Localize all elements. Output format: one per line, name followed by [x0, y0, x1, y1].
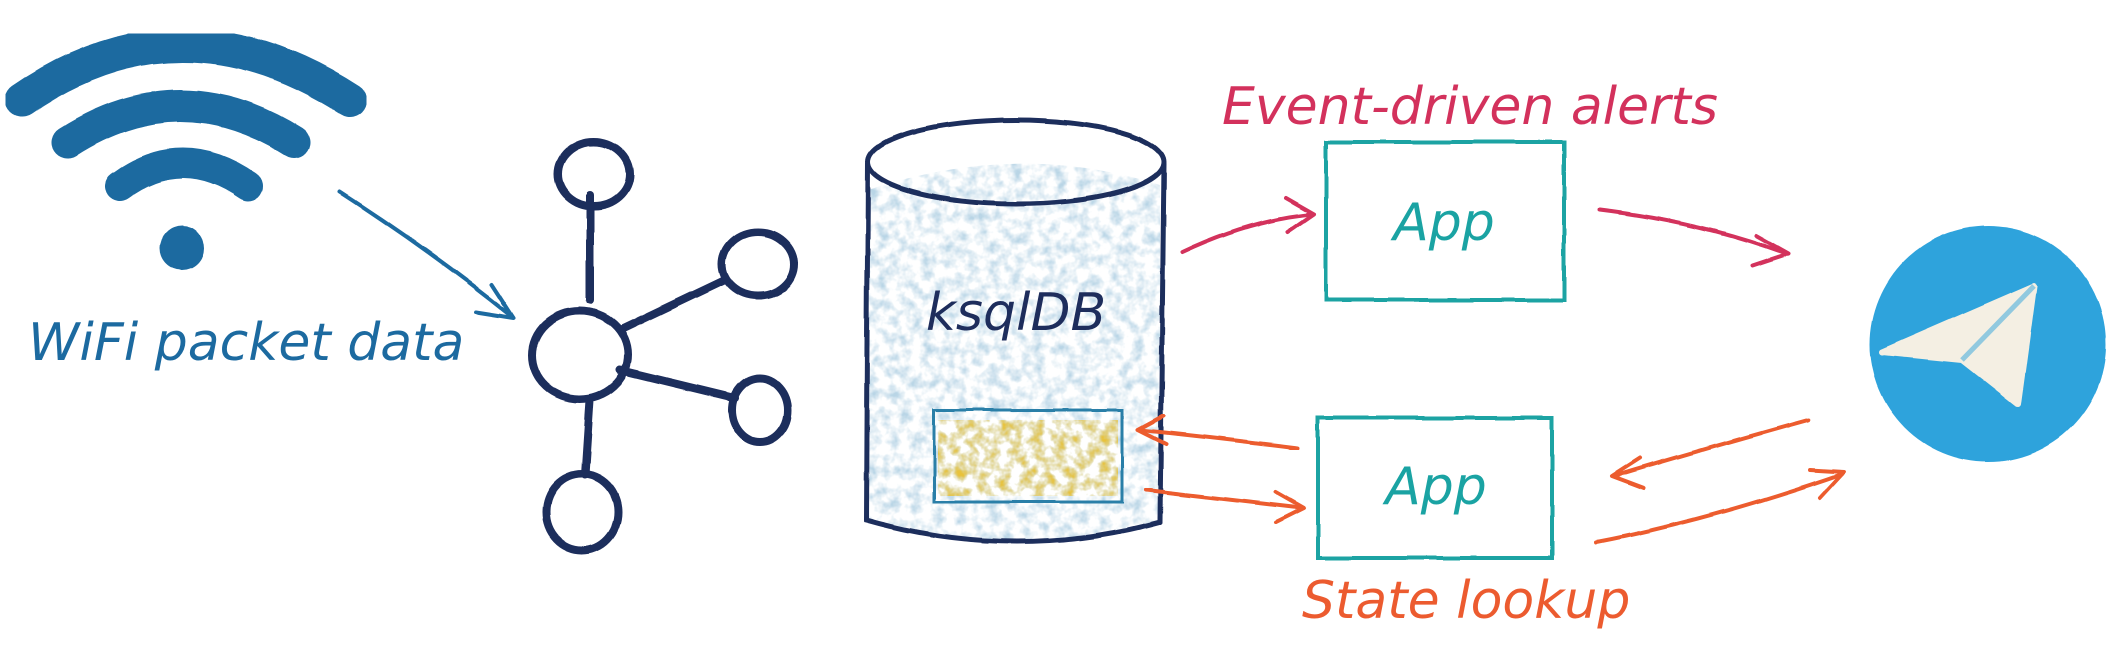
table-to-lookup-app-arrow: [1144, 488, 1306, 524]
lookup-app-label: App: [1382, 457, 1487, 517]
state-table: [932, 408, 1124, 504]
lookup-app-to-table-arrow: [1136, 414, 1300, 450]
wifi-arc-outer: [5, 28, 367, 117]
wifi-dot: [160, 226, 204, 270]
database-cylinder-icon: ksqlDB: [863, 117, 1167, 544]
wifi-arc-inner: [105, 148, 263, 201]
alert-app-label: App: [1390, 193, 1495, 253]
wifi-to-kafka-arrow: [338, 190, 516, 320]
wifi-arc-middle: [52, 90, 310, 158]
telegram-to-lookup-app-arrow: [1610, 418, 1810, 490]
telegram-icon: [1870, 226, 2106, 462]
ksqldb-label: ksqlDB: [926, 283, 1106, 343]
wifi-packet-data-label: WiFi packet data: [28, 313, 464, 373]
db-to-alert-app-arrow: [1180, 196, 1316, 254]
state-lookup-label: State lookup: [1302, 571, 1630, 631]
event-driven-alerts-label: Event-driven alerts: [1222, 77, 1718, 137]
alert-app-to-telegram-arrow: [1598, 208, 1790, 268]
wifi-icon: [5, 28, 367, 270]
alert-app-box: App: [1324, 140, 1566, 302]
kafka-icon: [528, 138, 798, 554]
lookup-app-to-telegram-arrow: [1594, 468, 1846, 544]
paper-plane-icon: [1879, 283, 2037, 407]
lookup-app-box: App: [1316, 416, 1554, 560]
